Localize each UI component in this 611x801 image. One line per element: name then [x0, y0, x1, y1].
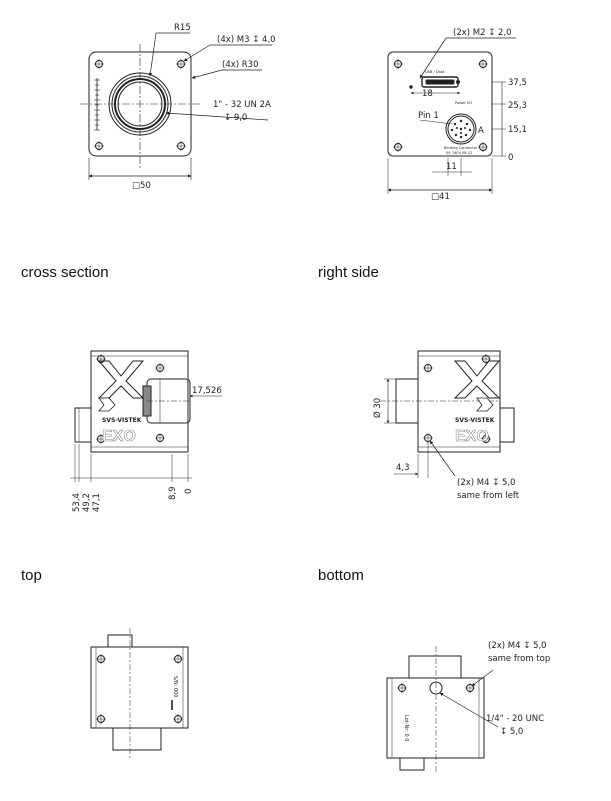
rs-logo: SVS-VISTEK EXO: [455, 417, 495, 445]
rs-brand: SVS-VISTEK: [455, 417, 495, 424]
cs-dim-492: 49,2: [82, 493, 92, 512]
right-side-view: [380, 350, 515, 478]
svg-text:Lot-Nr: 0 0: Lot-Nr: 0 0: [403, 715, 409, 741]
bottom-view: [386, 646, 499, 772]
rs-model: EXO: [455, 428, 489, 445]
back-view: [387, 37, 516, 194]
back-height-0: 0: [508, 153, 513, 163]
cs-brand: SVS-VISTEK: [102, 417, 142, 424]
front-labels: R15 (4x) M3 ↧ 4,0 (4x) R30 1" - 32 UN 2A…: [132, 23, 276, 191]
cs-dim-89: 8,9: [168, 486, 178, 500]
rs-holes-label: (2x) M4 ↧ 5,0: [457, 478, 516, 488]
back-housing: [387, 51, 493, 157]
top-view: [90, 628, 189, 760]
back-height-375: 37,5: [508, 78, 527, 88]
back-io-connector: [445, 113, 477, 145]
front-radius-label: R15: [174, 23, 191, 33]
front-holes-label: (4x) M3 ↧ 4,0: [217, 35, 276, 45]
right-side-title: right side: [318, 264, 379, 281]
back-holes-label: (2x) M2 ↧ 2,0: [453, 28, 512, 38]
bottom-housing: [386, 677, 485, 759]
front-size-label: □50: [132, 181, 151, 191]
rs-offset: 4,3: [396, 463, 410, 473]
bottom-thread-label: 1/4" - 20 UNC: [486, 714, 544, 724]
front-view: [80, 32, 272, 180]
front-corner-label: (4x) R30: [222, 60, 259, 70]
rs-diameter: Ø 30: [372, 398, 383, 418]
cs-dim-0: 0: [184, 489, 194, 494]
top-lens: [112, 727, 162, 751]
cs-housing: [90, 350, 189, 453]
back-pin-label: Pin 1: [418, 111, 439, 121]
front-thread-label: 1" - 32 UN 2A: [213, 100, 271, 110]
cs-model: EXO: [102, 428, 136, 445]
top-title: top: [21, 567, 42, 584]
front-mount-holes: [94, 59, 186, 151]
cs-logo: SVS-VISTEK EXO: [102, 417, 142, 445]
cross-section-view: [70, 350, 222, 482]
svg-text:09 7404 08 12: 09 7404 08 12: [446, 151, 472, 155]
cs-dim-top: 17,526: [192, 386, 222, 396]
back-height-253: 25,3: [508, 101, 527, 111]
back-small-width: 11: [446, 162, 457, 172]
svg-text:S/N: 000: S/N: 000: [172, 676, 178, 697]
cs-dim-534: 53,4: [72, 493, 82, 512]
back-size-label: □41: [431, 192, 450, 202]
bottom-holes-label: (2x) M4 ↧ 5,0: [488, 641, 547, 651]
cs-dim-471: 47,1: [92, 493, 102, 512]
bottom-labels: (2x) M4 ↧ 5,0 same from top 1/4" - 20 UN…: [486, 641, 550, 737]
cs-bottom-dims: 53,4 49,2 47,1 8,9 0: [72, 486, 194, 512]
bottom-thread-depth: ↧ 5,0: [500, 727, 523, 737]
bottom-note: same from top: [488, 654, 550, 664]
back-mount-holes: [393, 59, 488, 152]
svg-text:Binding Connector: Binding Connector: [444, 146, 478, 150]
cross-section-title: cross section: [21, 264, 109, 281]
svg-text:Power I/O: Power I/O: [455, 101, 472, 105]
back-labels: (2x) M2 ↧ 2,0 USB / Data Power I/O Bindi…: [418, 28, 527, 202]
bottom-tripod-hole: [429, 681, 443, 695]
bottom-title: bottom: [318, 567, 364, 584]
back-pin-a: A: [478, 126, 484, 136]
back-height-151: 15,1: [508, 125, 527, 135]
svg-text:USB / Data: USB / Data: [425, 70, 444, 74]
back-width-label: 18: [422, 89, 433, 99]
rs-note: same from left: [457, 491, 520, 501]
front-thread-depth: ↧ 9,0: [224, 113, 247, 123]
bottom-lens: [408, 655, 462, 679]
